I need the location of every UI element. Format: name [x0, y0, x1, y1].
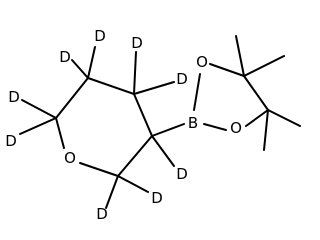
deuterium-label: D: [59, 48, 71, 66]
bond-methyl: [267, 109, 301, 127]
boronate-oxygen-bottom-label: O: [230, 119, 242, 137]
bond-ring-c3-c4: [117, 135, 153, 177]
atom-labels: O B O O D D D D D D D D D: [5, 27, 242, 223]
bond-c1-d: [87, 46, 96, 79]
bond-c4-d: [117, 175, 149, 193]
bond-c2-d: [133, 51, 137, 95]
deuterium-label: D: [151, 189, 163, 207]
bond-ring-c2-c3: [133, 93, 153, 137]
deuterium-label: D: [94, 27, 106, 45]
bond-methyl: [235, 35, 245, 77]
bond-c2-d: [133, 81, 175, 95]
bond-c-c: [243, 75, 269, 111]
bond-methyl: [243, 55, 285, 77]
bond-ring-c1-c2: [87, 77, 135, 95]
bond-c1-d: [71, 59, 89, 79]
structure-canvas: O B O O D D D D D D D D D: [5, 27, 301, 223]
boronate-oxygen-top-label: O: [196, 53, 208, 71]
bond-b-o-top: [193, 73, 201, 111]
molecule-diagram: O B O O D D D D D D D D D: [5, 27, 301, 223]
bond-ring-c6-c1: [55, 77, 89, 119]
bond-o-top-c: [209, 63, 245, 77]
bond-c6-d: [19, 117, 57, 135]
deuterium-label: D: [176, 165, 188, 183]
bond-methyl: [263, 109, 269, 151]
bond-o-bottom-b: [203, 123, 227, 131]
bond-c4-d: [105, 175, 119, 209]
bond-c3-d: [151, 135, 175, 167]
deuterium-label: D: [5, 132, 17, 150]
bond-c6-d: [21, 99, 57, 119]
bond-ring-c4-o: [79, 162, 119, 177]
deuterium-label: D: [131, 34, 143, 52]
deuterium-label: D: [8, 88, 20, 106]
bond-ring-o-c6: [55, 117, 65, 149]
deuterium-label: D: [96, 205, 108, 223]
bond-c3-b: [151, 123, 185, 137]
ring-oxygen-label: O: [64, 149, 76, 167]
boron-label: B: [188, 114, 198, 132]
bond-c-o-bottom: [245, 109, 269, 127]
deuterium-label: D: [176, 70, 188, 88]
bonds: [19, 35, 301, 209]
